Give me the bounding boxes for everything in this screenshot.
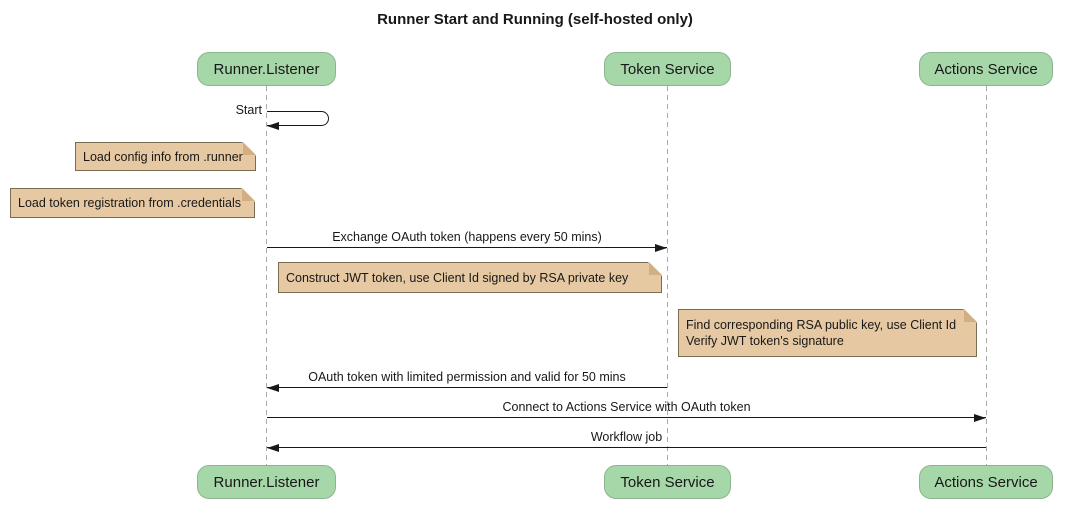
participant-actions-service-top: Actions Service <box>919 52 1053 86</box>
message-line <box>267 384 667 392</box>
arrowhead-left-icon <box>267 384 279 392</box>
lifeline-token-service <box>667 86 668 465</box>
arrowhead-right-icon <box>974 414 986 422</box>
message-line <box>267 414 986 422</box>
participant-runner-listener-bottom: Runner.Listener <box>197 465 336 499</box>
message-label: Connect to Actions Service with OAuth to… <box>502 400 751 414</box>
message-line <box>267 244 667 252</box>
participant-actions-service-bottom: Actions Service <box>919 465 1053 499</box>
arrowhead-left-icon <box>267 444 279 452</box>
participant-label: Actions Service <box>934 473 1038 491</box>
participant-token-service-bottom: Token Service <box>604 465 731 499</box>
message-start-self-loop <box>267 111 329 126</box>
note-text: Find corresponding RSA public key, use C… <box>686 318 957 348</box>
diagram-title: Runner Start and Running (self-hosted on… <box>377 11 693 28</box>
message-label: Workflow job <box>590 430 663 444</box>
note-text: Load config info from .runner <box>83 149 243 164</box>
note-fold-icon <box>964 309 977 322</box>
lifeline-actions-service <box>986 86 987 465</box>
message-start-label: Start <box>235 103 262 117</box>
participant-label: Actions Service <box>934 60 1038 78</box>
note-fold-icon <box>243 142 256 155</box>
note-fold-icon <box>242 188 255 201</box>
participant-runner-listener-top: Runner.Listener <box>197 52 336 86</box>
note-load-token-registration: Load token registration from .credential… <box>10 188 255 218</box>
note-construct-jwt: Construct JWT token, use Client Id signe… <box>278 262 662 293</box>
participant-token-service-top: Token Service <box>604 52 731 86</box>
note-load-config: Load config info from .runner <box>75 142 256 171</box>
message-label: OAuth token with limited permission and … <box>308 370 626 384</box>
message-workflow-job: Workflow job <box>267 430 986 452</box>
note-text: Load token registration from .credential… <box>18 196 242 210</box>
message-label: Exchange OAuth token (happens every 50 m… <box>332 230 602 244</box>
message-oauth-token-reply: OAuth token with limited permission and … <box>267 370 667 392</box>
message-line <box>267 444 986 452</box>
arrowhead-right-icon <box>655 244 667 252</box>
participant-label: Token Service <box>620 473 715 491</box>
message-exchange-oauth: Exchange OAuth token (happens every 50 m… <box>267 230 667 252</box>
note-verify-jwt: Find corresponding RSA public key, use C… <box>678 309 977 357</box>
arrowhead-left-icon <box>267 122 279 130</box>
lifeline-runner-listener <box>266 86 267 465</box>
note-text: Construct JWT token, use Client Id signe… <box>286 270 629 285</box>
message-connect-actions: Connect to Actions Service with OAuth to… <box>267 400 986 422</box>
participant-label: Runner.Listener <box>213 473 320 491</box>
note-fold-icon <box>649 262 662 275</box>
participant-label: Token Service <box>620 60 715 78</box>
participant-label: Runner.Listener <box>213 60 320 78</box>
